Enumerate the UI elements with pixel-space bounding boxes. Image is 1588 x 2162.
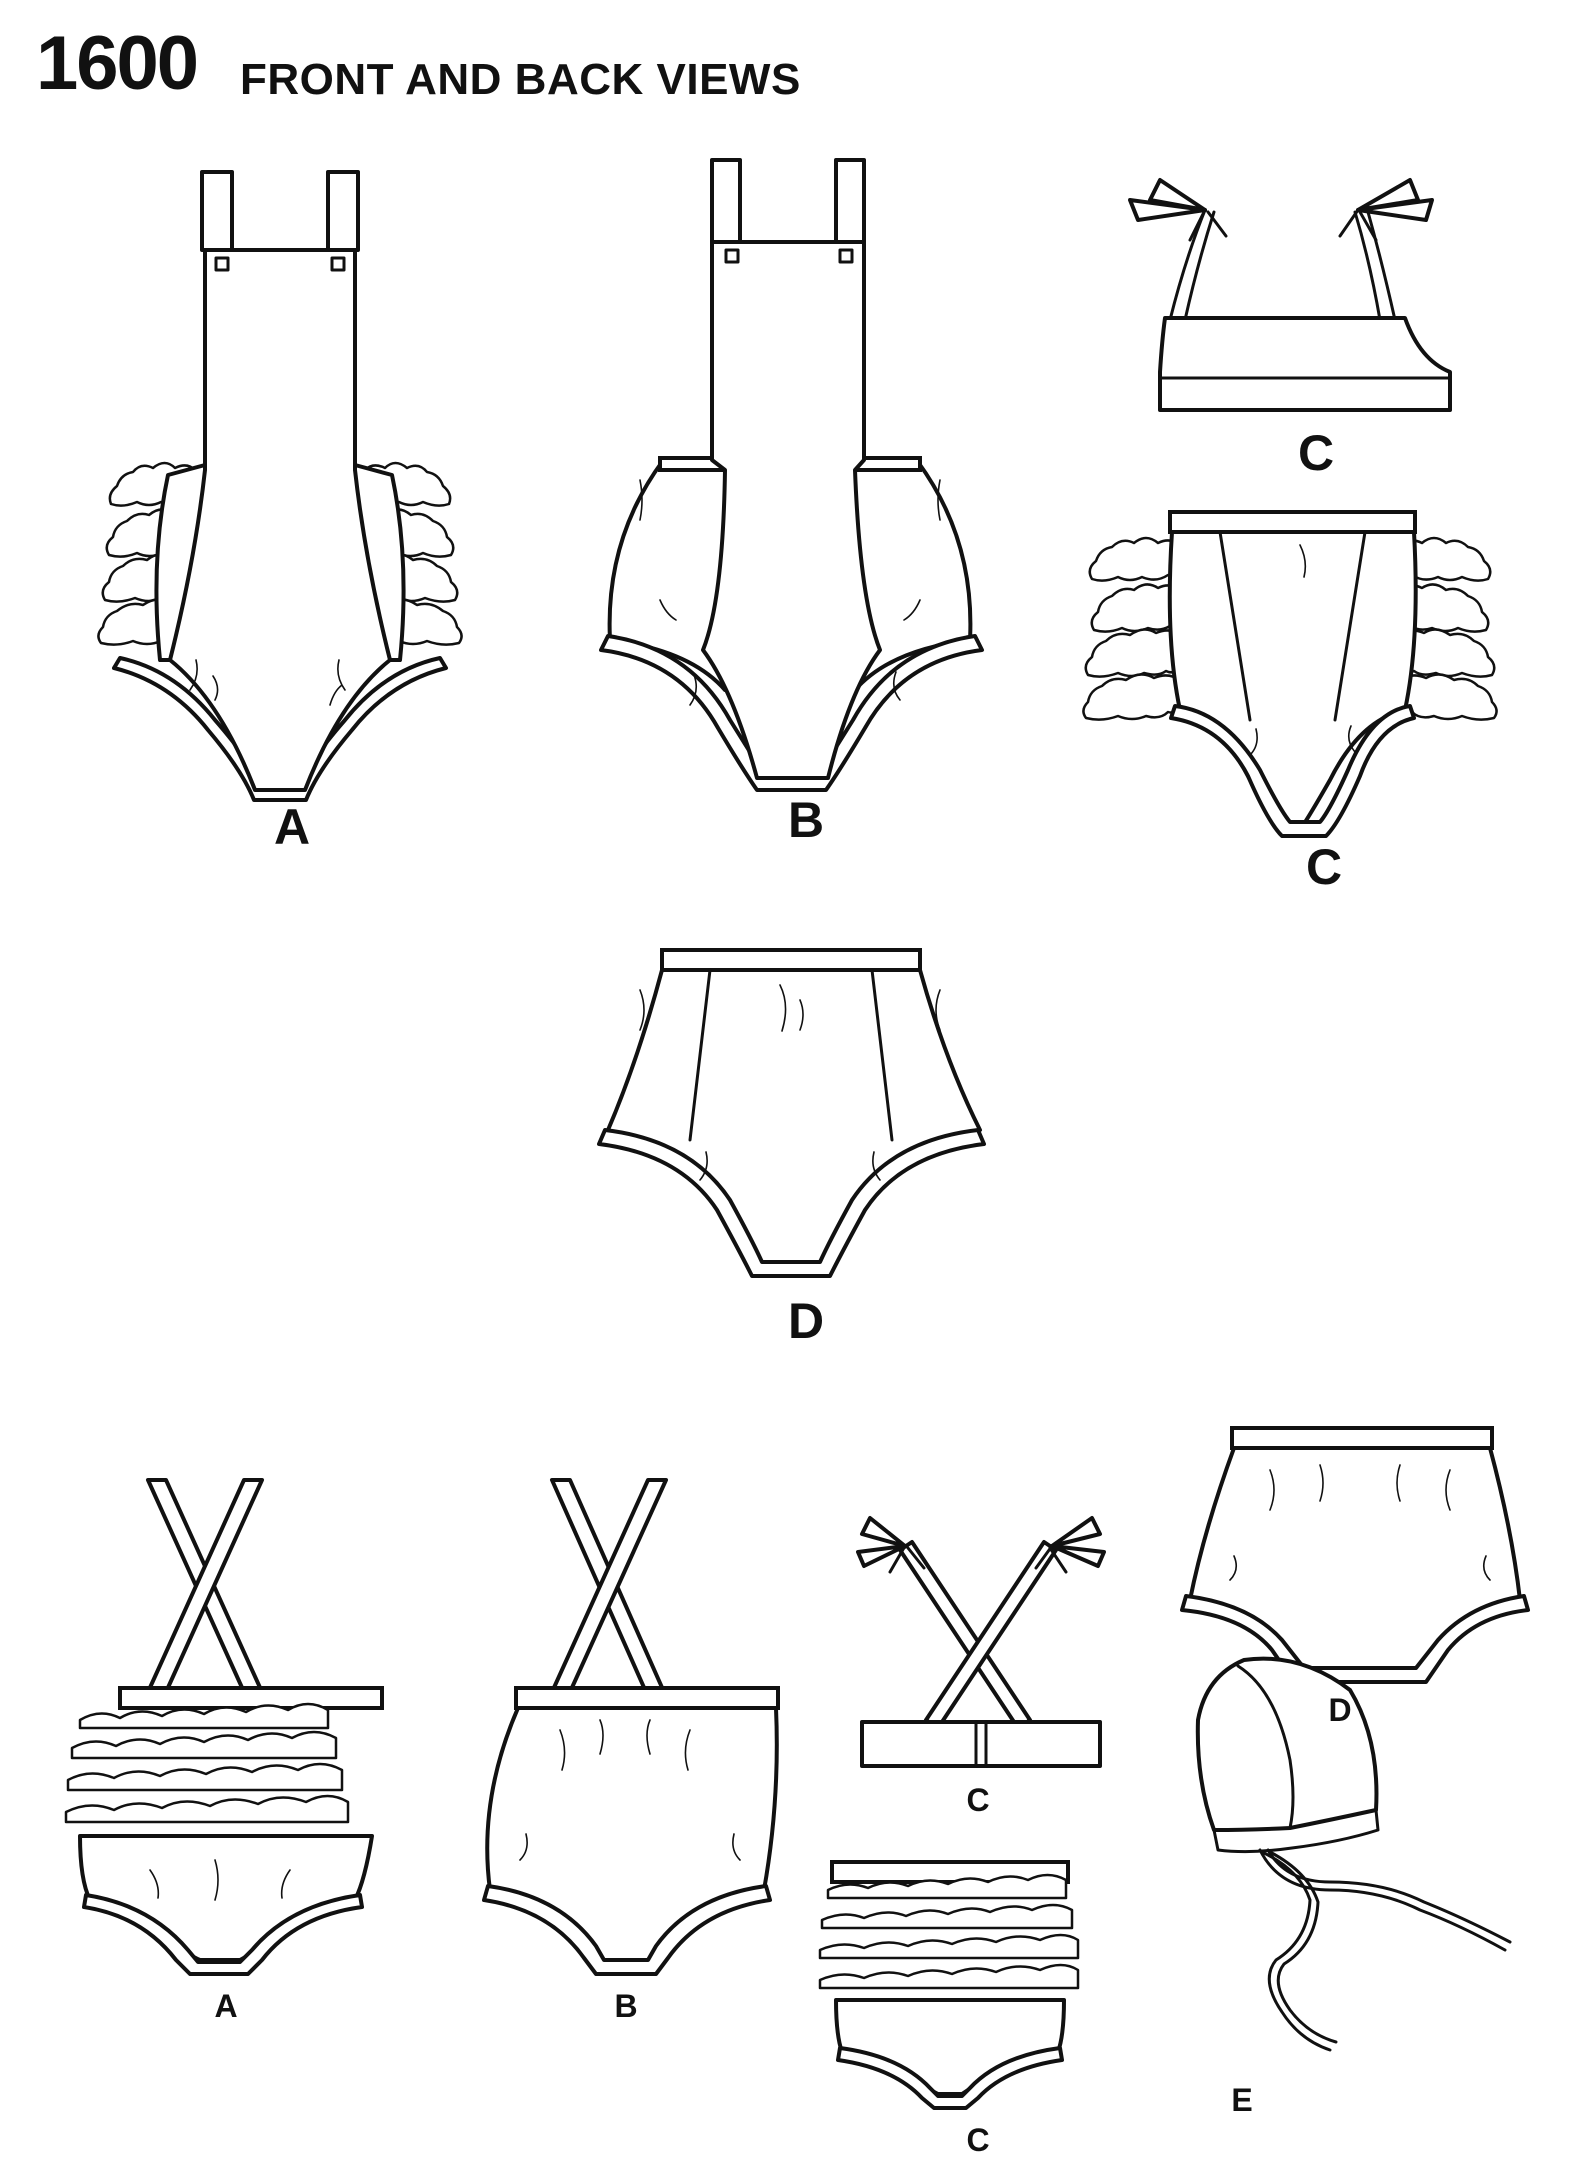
front-view-c-top-label: C xyxy=(1297,425,1335,481)
front-view-d-bloomer xyxy=(597,948,986,1278)
front-view-a-label: A xyxy=(273,799,311,855)
pattern-number: 1600 xyxy=(36,21,199,106)
back-view-b-label: B xyxy=(614,1988,638,2024)
front-view-c-ruffles-left xyxy=(1082,536,1184,721)
back-view-e-bonnet xyxy=(1195,1656,1512,2052)
front-view-b-label: B xyxy=(787,792,825,848)
back-view-c-bloomer-label: C xyxy=(966,2122,990,2158)
back-view-d-bloomer xyxy=(1180,1426,1530,1684)
front-view-b-romper xyxy=(599,158,984,792)
back-view-a-label: A xyxy=(214,1988,238,2024)
back-view-a-romper xyxy=(64,1478,384,1976)
front-view-c-ruffles-right xyxy=(1396,536,1498,721)
front-view-c-bloomer-label: C xyxy=(1305,839,1343,895)
back-view-c-bloomer xyxy=(818,1860,1080,2110)
sheet-title: FRONT AND BACK VIEWS xyxy=(240,55,801,104)
back-view-c-top xyxy=(856,1516,1106,1768)
back-view-a-ruffle-tiers xyxy=(64,1702,350,1824)
back-view-b-romper xyxy=(482,1478,780,1976)
back-view-e-label: E xyxy=(1231,2082,1253,2118)
back-view-c-top-label: C xyxy=(966,1782,990,1818)
back-view-d-label: D xyxy=(1328,1692,1352,1728)
front-view-c-top xyxy=(1128,178,1452,412)
front-view-a-romper xyxy=(97,170,463,802)
back-view-c-ruffle-tiers xyxy=(818,1873,1080,1990)
front-view-c-bloomer xyxy=(1082,510,1498,838)
front-view-d-label: D xyxy=(787,1293,825,1349)
